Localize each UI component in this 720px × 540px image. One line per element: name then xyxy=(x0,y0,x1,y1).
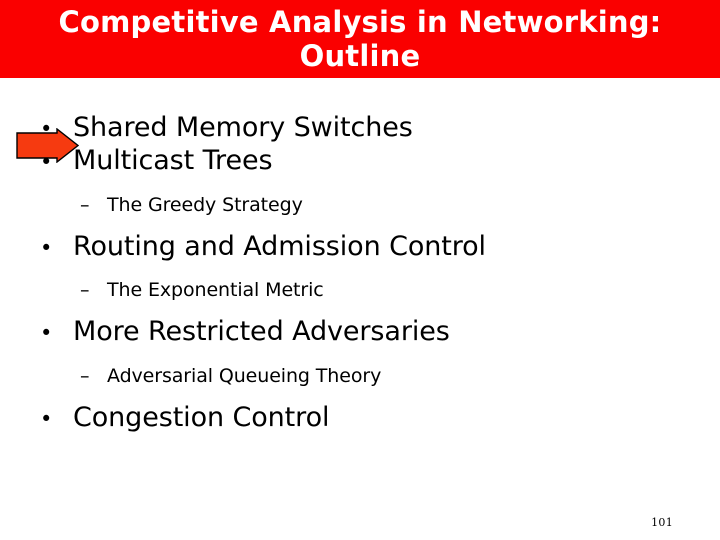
sub-list-item: – The Exponential Metric xyxy=(0,279,720,302)
list-item-label: More Restricted Adversaries xyxy=(73,316,450,348)
dash-marker: – xyxy=(80,279,90,302)
list-item: • Multicast Trees xyxy=(0,145,720,177)
outline-list: • Shared Memory Switches • Multicast Tre… xyxy=(0,112,720,435)
page-title: Competitive Analysis in Networking: Outl… xyxy=(58,4,662,73)
page-number: 101 xyxy=(651,516,673,529)
sub-list-item: – Adversarial Queueing Theory xyxy=(0,365,720,388)
list-item: • Shared Memory Switches xyxy=(0,112,720,144)
list-item-label: Congestion Control xyxy=(73,401,330,433)
list-item-label: Multicast Trees xyxy=(73,144,273,176)
bullet-marker: • xyxy=(40,321,53,346)
red-right-arrow-icon xyxy=(16,128,79,163)
sub-list-item-label: The Exponential Metric xyxy=(107,279,324,302)
list-item-label: Routing and Admission Control xyxy=(73,230,486,262)
dash-marker: – xyxy=(80,193,90,216)
list-item-label: Shared Memory Switches xyxy=(73,112,413,143)
list-item: • More Restricted Adversaries xyxy=(0,316,720,348)
bullet-marker: • xyxy=(40,406,53,431)
sub-list-item-label: The Greedy Strategy xyxy=(107,193,303,216)
dash-marker: – xyxy=(80,365,90,388)
sub-list-item-label: Adversarial Queueing Theory xyxy=(107,365,382,388)
list-item: • Congestion Control xyxy=(0,402,720,434)
sub-list-item: – The Greedy Strategy xyxy=(0,194,720,217)
title-banner: Competitive Analysis in Networking: Outl… xyxy=(0,0,720,78)
bullet-marker: • xyxy=(40,235,53,260)
list-item: • Routing and Admission Control xyxy=(0,231,720,263)
